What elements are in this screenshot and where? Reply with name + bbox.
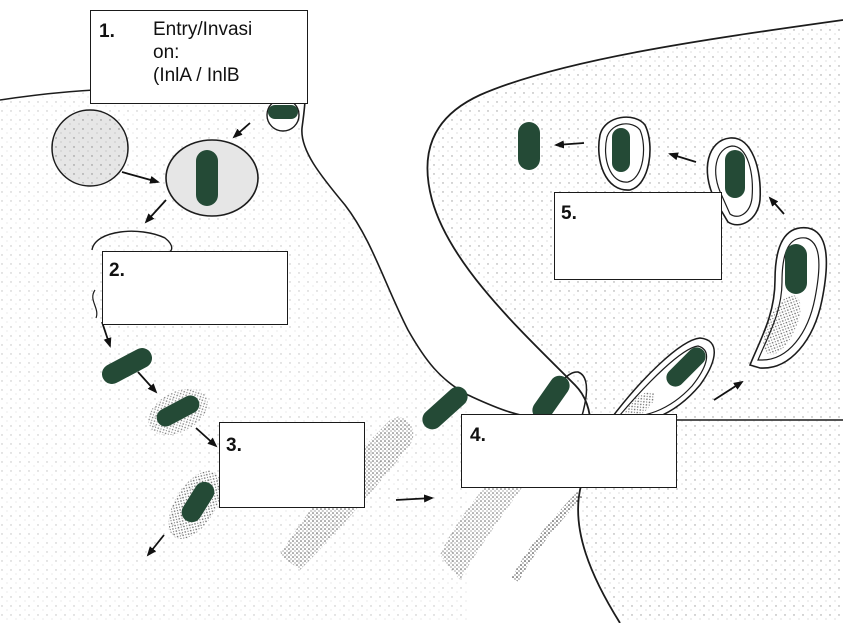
label-number: 3.	[226, 435, 242, 457]
label-line: Entry/Invasi	[153, 18, 252, 41]
label-line: (InlA / InlB	[153, 64, 252, 87]
bacterium	[725, 150, 745, 198]
label-text: Entry/Invasi on: (InlA / InlB	[153, 18, 252, 87]
bacterium	[785, 244, 807, 294]
label-line: on:	[153, 41, 252, 64]
label-box-3: 3.	[219, 422, 365, 508]
bacterium	[268, 105, 298, 119]
label-number: 4.	[470, 425, 486, 447]
label-box-2: 2.	[102, 251, 288, 325]
label-number: 1.	[99, 21, 115, 43]
bacterium	[518, 122, 540, 170]
label-box-5: 5.	[554, 192, 722, 280]
bacterium	[612, 128, 630, 172]
label-box-1: 1. Entry/Invasi on: (InlA / InlB	[90, 10, 308, 104]
label-number: 5.	[561, 203, 577, 225]
label-number: 2.	[109, 260, 125, 282]
label-box-4: 4.	[461, 414, 677, 488]
bacterium	[196, 150, 218, 206]
